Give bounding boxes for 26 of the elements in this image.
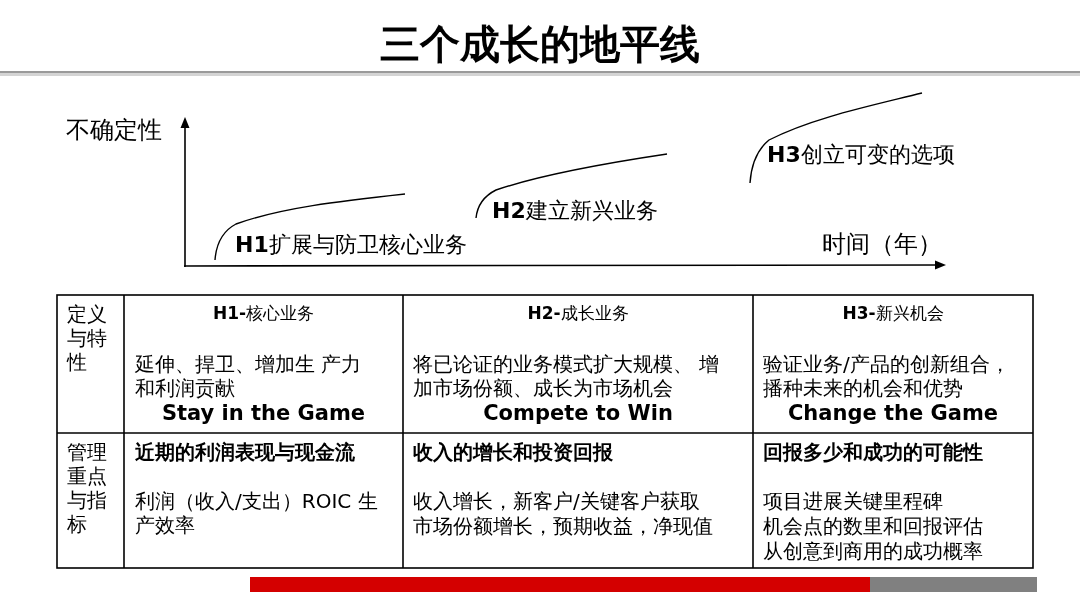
axis-label: 不确定性 [66, 116, 162, 145]
focus-heading: 近期的利润表现与现金流 [135, 440, 355, 464]
metric-text: 项目进展关键里程碑 [763, 489, 943, 513]
curve-label: H3创立可变的选项 [767, 142, 955, 168]
column-heading: H2-成长业务 [526, 303, 630, 323]
slogan-text: Compete to Win [482, 401, 674, 426]
row-heading: 定义与特性 [67, 302, 108, 374]
description-text: 将已论证的业务模式扩大规模、 增加市场份额、成长为市场机会 [413, 352, 721, 400]
description-text: 延伸、捍卫、增加生 产力和利润贡献 [135, 352, 363, 400]
slogan-text: Stay in the Game [160, 401, 367, 426]
curve-label: H2建立新兴业务 [492, 198, 658, 224]
row-heading: 管理重点与指标 [67, 440, 108, 536]
slogan-text: Change the Game [786, 401, 1000, 426]
description-text: 验证业务/产品的创新组合，播种未来的机会和优势 [763, 352, 1011, 400]
slide-title: 三个成长的地平线 [379, 20, 701, 68]
metric-text: 机会点的数里和回报评估 [763, 514, 983, 538]
focus-heading: 回报多少和成功的可能性 [763, 440, 983, 464]
metric-text: 市场份额增长，预期收益，净现值 [413, 514, 713, 538]
column-heading: H1-核心业务 [211, 303, 316, 323]
focus-heading: 收入的增长和投资回报 [413, 440, 613, 464]
column-heading: H3-新兴机会 [841, 303, 945, 323]
metric-text: 收入增长，新客户/关键客户获取 [413, 489, 700, 513]
curve-label: H1扩展与防卫核心业务 [235, 232, 467, 258]
axis-label: 时间（年） [822, 230, 942, 259]
metric-text: 从创意到商用的成功概率 [763, 539, 983, 563]
metric-text: 利润（收入/支出）ROIC 生产效率 [135, 489, 379, 537]
